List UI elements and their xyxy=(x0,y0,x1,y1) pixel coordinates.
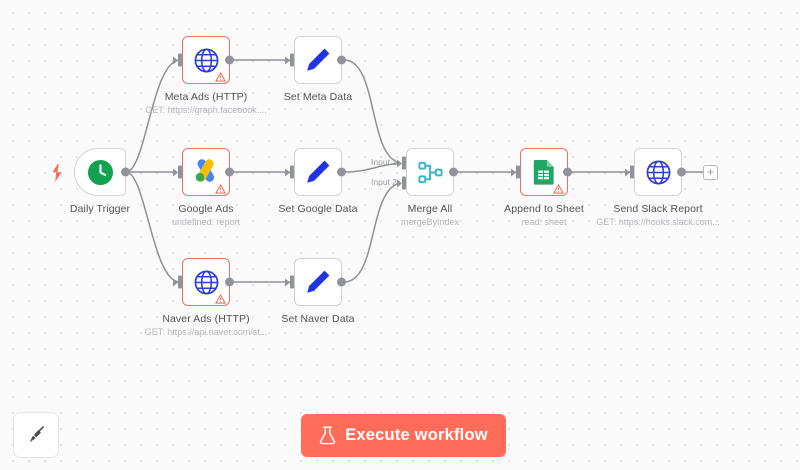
node-meta-ads-http[interactable]: Meta Ads (HTTP) GET: https://graph.faceb… xyxy=(145,36,267,115)
output-port[interactable] xyxy=(225,277,234,287)
node-naver-ads-http[interactable]: Naver Ads (HTTP) GET: https://api.naver.… xyxy=(145,258,267,337)
add-node-button[interactable]: + xyxy=(703,165,718,180)
globe-icon xyxy=(191,267,221,297)
pencil-icon xyxy=(303,45,333,75)
execute-workflow-label: Execute workflow xyxy=(345,426,488,444)
node-set-google-data[interactable]: Set Google Data xyxy=(278,148,357,215)
node-label: Merge All xyxy=(407,203,453,215)
node-set-meta-data[interactable]: Set Meta Data xyxy=(284,36,352,103)
merge-input-2-label: Input 2 xyxy=(371,177,397,187)
broom-icon xyxy=(29,426,44,443)
warning-triangle-icon xyxy=(215,294,226,304)
flask-icon xyxy=(319,426,336,445)
node-label: Set Google Data xyxy=(278,203,358,215)
google-ads-icon xyxy=(191,157,221,187)
node-label: Append to Sheet xyxy=(504,203,584,215)
merge-icon xyxy=(415,157,445,187)
input-port[interactable] xyxy=(516,165,520,179)
output-port[interactable] xyxy=(121,167,130,177)
output-port[interactable] xyxy=(337,277,346,287)
node-merge-all[interactable]: Input 1 Input 2 Merge All mergeByIndex xyxy=(371,148,459,227)
node-label: Meta Ads (HTTP) xyxy=(164,91,248,103)
output-port[interactable] xyxy=(337,55,346,65)
node-label: Daily Trigger xyxy=(69,203,131,215)
node-subtitle: GET: https://graph.facebook.... xyxy=(145,105,267,115)
input-port[interactable] xyxy=(290,165,294,179)
node-send-slack-report[interactable]: Send Slack Report GET: https://hooks.sla… xyxy=(596,148,720,227)
input-port[interactable] xyxy=(630,165,634,179)
node-label: Send Slack Report xyxy=(613,203,703,215)
input-port[interactable] xyxy=(290,53,294,67)
output-port[interactable] xyxy=(449,167,458,177)
input-port[interactable] xyxy=(290,275,294,289)
pencil-icon xyxy=(303,267,333,297)
clock-icon xyxy=(85,157,115,187)
input-port-1[interactable] xyxy=(402,156,406,170)
input-port[interactable] xyxy=(178,275,182,289)
node-set-naver-data[interactable]: Set Naver Data xyxy=(281,258,354,325)
node-append-to-sheet[interactable]: Append to Sheet read: sheet xyxy=(504,148,584,227)
node-subtitle: GET: https://hooks.slack.com... xyxy=(596,217,720,227)
node-label: Naver Ads (HTTP) xyxy=(162,313,250,325)
node-daily-trigger[interactable]: Daily Trigger xyxy=(70,148,130,215)
input-port-2[interactable] xyxy=(402,176,406,190)
globe-icon xyxy=(191,45,221,75)
node-subtitle: mergeByIndex xyxy=(400,217,460,227)
node-label: Set Naver Data xyxy=(281,313,355,325)
input-port[interactable] xyxy=(178,53,182,67)
trigger-bolt-icon xyxy=(52,164,62,182)
node-google-ads[interactable]: Google Ads undefined: report xyxy=(172,148,240,227)
merge-input-1-label: Input 1 xyxy=(371,157,397,167)
node-label: Set Meta Data xyxy=(283,91,353,103)
globe-icon xyxy=(643,157,673,187)
node-subtitle: undefined: report xyxy=(171,217,241,227)
node-subtitle: read: sheet xyxy=(521,217,567,227)
output-port[interactable] xyxy=(225,55,234,65)
warning-triangle-icon xyxy=(215,72,226,82)
warning-triangle-icon xyxy=(553,184,564,194)
pencil-icon xyxy=(303,157,333,187)
tidy-up-button[interactable] xyxy=(13,412,59,458)
google-sheets-icon xyxy=(529,157,559,187)
input-port[interactable] xyxy=(178,165,182,179)
output-port[interactable] xyxy=(225,167,234,177)
node-label: Google Ads xyxy=(178,203,234,215)
output-port[interactable] xyxy=(563,167,572,177)
node-subtitle: GET: https://api.naver.com/st... xyxy=(144,327,268,337)
output-port[interactable] xyxy=(337,167,346,177)
execute-workflow-button[interactable]: Execute workflow xyxy=(301,414,506,457)
warning-triangle-icon xyxy=(215,184,226,194)
output-port[interactable] xyxy=(677,167,686,177)
